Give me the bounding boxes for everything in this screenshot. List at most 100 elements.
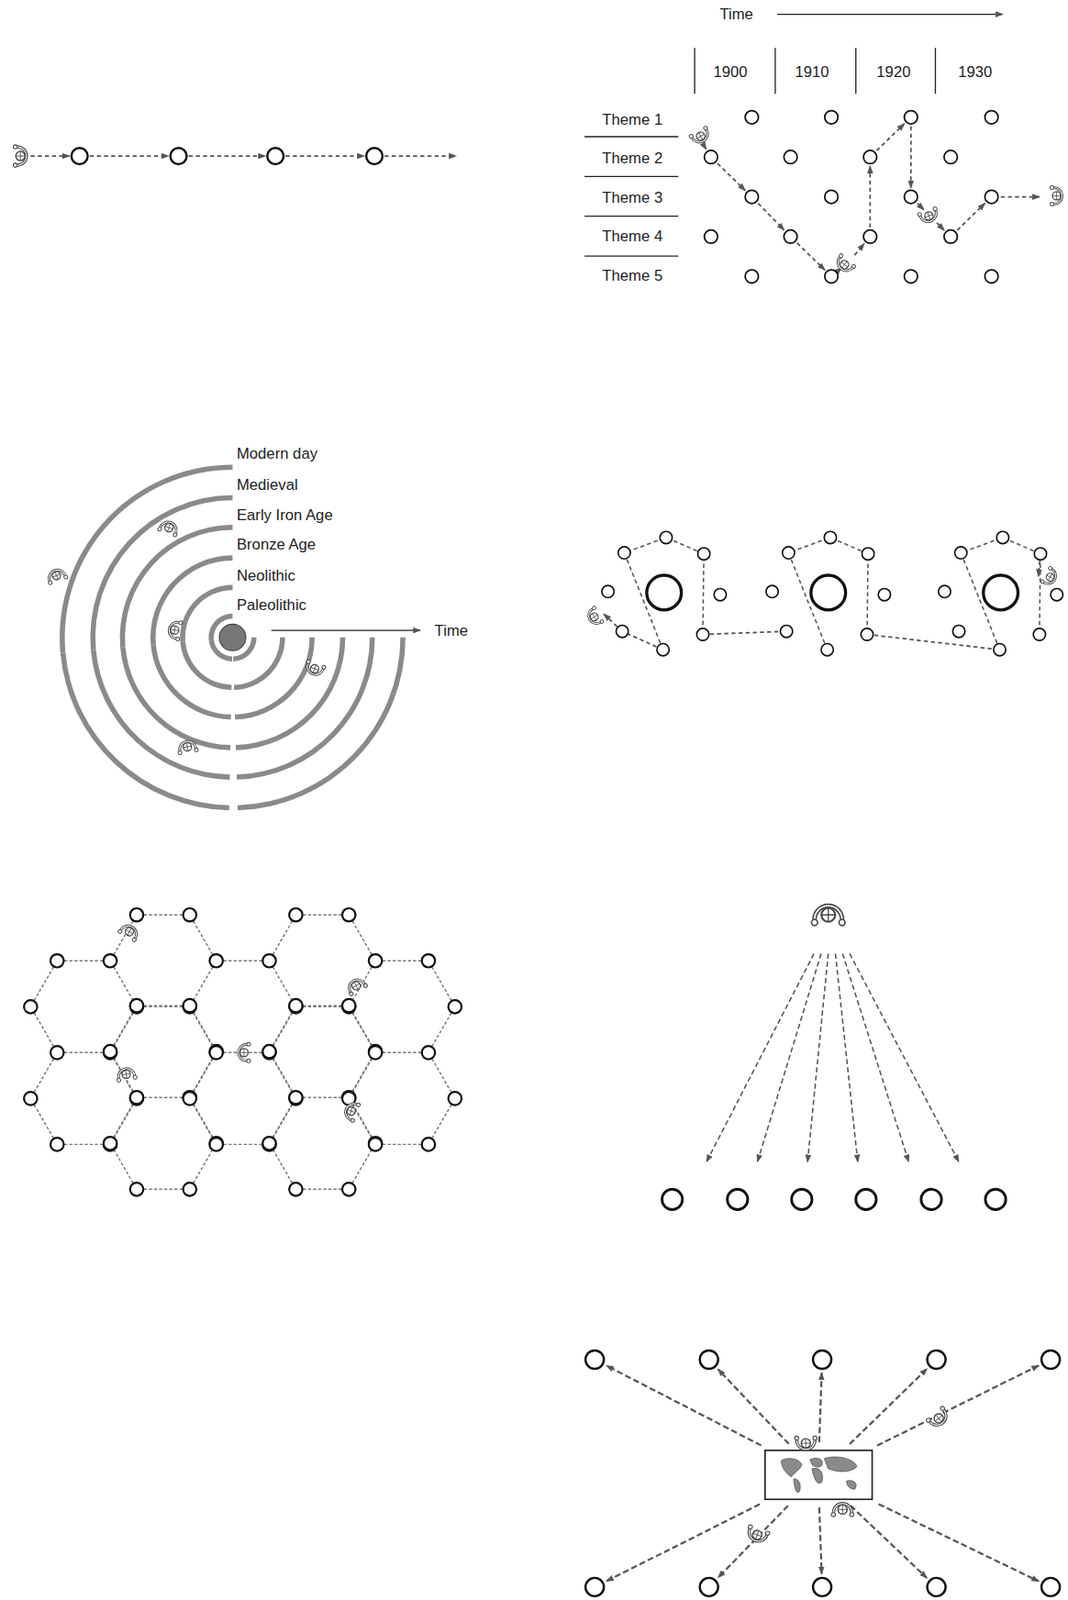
site-circle xyxy=(1041,1578,1060,1597)
period-ring xyxy=(120,646,231,750)
site-circle xyxy=(368,1137,382,1151)
site-circle xyxy=(289,999,302,1013)
hub-arrow xyxy=(718,1505,789,1578)
site-circle xyxy=(904,111,918,124)
site-circle xyxy=(646,575,682,611)
period-ring xyxy=(120,524,234,648)
dashed-path xyxy=(603,613,617,627)
period-label: Modern day xyxy=(236,445,318,464)
theme-label: Theme 2 xyxy=(601,148,663,167)
visitor-icon xyxy=(344,976,369,997)
dashed-path xyxy=(704,146,707,150)
hub-arrow xyxy=(849,1368,927,1445)
site-circle xyxy=(697,547,710,560)
site-circle xyxy=(861,547,874,560)
network-link xyxy=(272,1103,292,1138)
site-circle xyxy=(103,1136,117,1150)
dashed-path xyxy=(867,634,1001,651)
site-circle xyxy=(863,150,877,164)
theme-label: Theme 3 xyxy=(601,189,663,208)
network-link xyxy=(382,960,422,962)
site-circle xyxy=(183,908,197,922)
network-link xyxy=(302,1004,342,1006)
network-link xyxy=(193,1104,213,1139)
site-circle xyxy=(984,111,998,124)
site-circle xyxy=(618,546,631,559)
site-circle xyxy=(368,1045,382,1059)
site-circle xyxy=(944,150,957,164)
hub-arrow xyxy=(877,1365,1039,1446)
site-circle xyxy=(209,1137,223,1151)
world-map-panel xyxy=(765,1450,873,1500)
site-circle xyxy=(585,1578,604,1597)
hub-arrow xyxy=(606,1503,760,1581)
dashed-path xyxy=(30,155,69,157)
visitor-icon xyxy=(1050,185,1063,206)
dashed-path xyxy=(757,203,784,231)
visitor-icon xyxy=(12,144,26,167)
site-circle xyxy=(745,111,758,124)
site-circle xyxy=(659,531,672,544)
site-circle xyxy=(289,908,302,922)
site-circle xyxy=(50,1137,64,1151)
axis-label: Time xyxy=(719,5,753,24)
site-circle xyxy=(704,230,718,244)
site-circle xyxy=(983,575,1019,611)
site-circle xyxy=(860,628,873,641)
network-link xyxy=(193,1058,213,1093)
site-circle xyxy=(811,575,846,611)
site-circle xyxy=(262,1045,276,1058)
theme-label: Theme 5 xyxy=(601,266,663,285)
network-link xyxy=(64,1144,103,1146)
site-circle xyxy=(745,269,758,283)
site-circle xyxy=(779,625,792,638)
site-circle xyxy=(130,999,144,1013)
site-circle xyxy=(267,147,284,165)
site-circle xyxy=(745,189,758,203)
period-label: Medieval xyxy=(236,475,299,494)
site-circle xyxy=(812,1578,832,1597)
network-link xyxy=(144,1097,183,1099)
network-link xyxy=(113,1057,134,1092)
network-link xyxy=(113,1149,134,1184)
site-circle xyxy=(863,230,877,244)
cluster-panel xyxy=(585,531,1064,657)
site-circle xyxy=(209,954,223,968)
visitor-icon xyxy=(794,1435,817,1449)
site-circle xyxy=(955,546,968,559)
fan-arrow xyxy=(835,953,858,1162)
site-circle xyxy=(704,150,718,164)
site-circle xyxy=(856,1189,877,1210)
continent-shape xyxy=(823,1457,857,1472)
visitor-icon xyxy=(585,605,605,628)
site-circle xyxy=(824,189,838,203)
site-circle xyxy=(821,644,834,657)
continent-shape xyxy=(846,1480,857,1490)
site-circle xyxy=(766,585,779,598)
network-link xyxy=(33,967,54,1002)
linear-panel xyxy=(12,144,456,167)
year-label: 1930 xyxy=(957,63,992,82)
visitor-icon xyxy=(176,739,199,756)
network-link xyxy=(432,1012,452,1047)
site-circle xyxy=(448,1000,462,1013)
site-circle xyxy=(422,1045,435,1059)
site-circle xyxy=(183,1091,197,1105)
fan-arrow xyxy=(757,953,822,1162)
site-circle xyxy=(700,1578,719,1597)
period-ring xyxy=(59,464,233,653)
period-ring xyxy=(150,644,231,720)
site-circle xyxy=(342,1182,356,1196)
dashed-path xyxy=(89,155,169,157)
site-circle xyxy=(448,1091,462,1105)
site-circle xyxy=(824,269,838,283)
site-circle xyxy=(422,954,435,968)
hub-arrow xyxy=(606,1366,762,1447)
visitor-icon xyxy=(917,206,941,225)
network-link xyxy=(382,1144,422,1146)
site-circle xyxy=(130,1090,144,1104)
year-label: 1900 xyxy=(712,63,747,82)
period-label: Early Iron Age xyxy=(236,505,334,524)
theme-label: Theme 1 xyxy=(601,110,663,129)
